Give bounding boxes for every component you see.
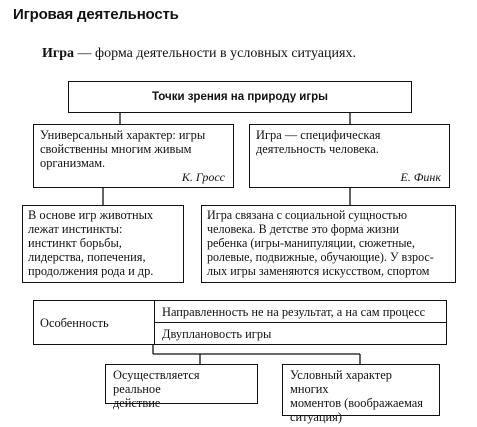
feature-conditional: Условный характер многих моментов (вообр…	[282, 364, 440, 424]
feature-item-duality: Двуплановость игры	[162, 327, 272, 341]
definition-term: Игра	[42, 46, 75, 61]
viewpoint-universal: Универсальный характер: игры свойственны…	[33, 124, 234, 188]
page-title: Игровая деятельность	[13, 6, 179, 23]
viewpoint-universal-author: К. Гросс	[181, 170, 225, 184]
feature-real-action: Осуществляется реальное действие	[105, 364, 258, 410]
viewpoint-specific-author: Е. Финк	[400, 170, 441, 184]
viewpoint-specific: Игра — специфическая деятельность челове…	[249, 124, 450, 188]
definition-text: — форма деятельности в условных ситуация…	[74, 46, 356, 61]
feature-conditional-text: Условный характер многих моментов (вообр…	[290, 368, 423, 424]
feature-item-process: Направленность не на результат, а на сам…	[162, 305, 426, 319]
viewpoint-universal-detail-text: В основе игр животных лежат инстинкты: и…	[28, 208, 154, 278]
viewpoint-universal-detail: В основе игр животных лежат инстинкты: и…	[22, 205, 184, 283]
features-label: Особенность	[40, 315, 109, 330]
definition: Игра — форма деятельности в условных сит…	[42, 46, 356, 62]
viewpoint-specific-text: Игра — специфическая деятельность челове…	[256, 128, 381, 156]
features-block: Особенность Направленность не на результ…	[33, 299, 447, 346]
viewpoint-specific-detail: Игра связана с социальной сущностью чело…	[201, 205, 456, 283]
feature-real-action-text: Осуществляется реальное действие	[113, 368, 200, 410]
viewpoints-header: Точки зрения на природу игры	[68, 81, 412, 113]
viewpoint-specific-detail-text: Игра связана с социальной сущностью чело…	[207, 208, 434, 278]
viewpoint-universal-text: Универсальный характер: игры свойственны…	[40, 128, 206, 170]
